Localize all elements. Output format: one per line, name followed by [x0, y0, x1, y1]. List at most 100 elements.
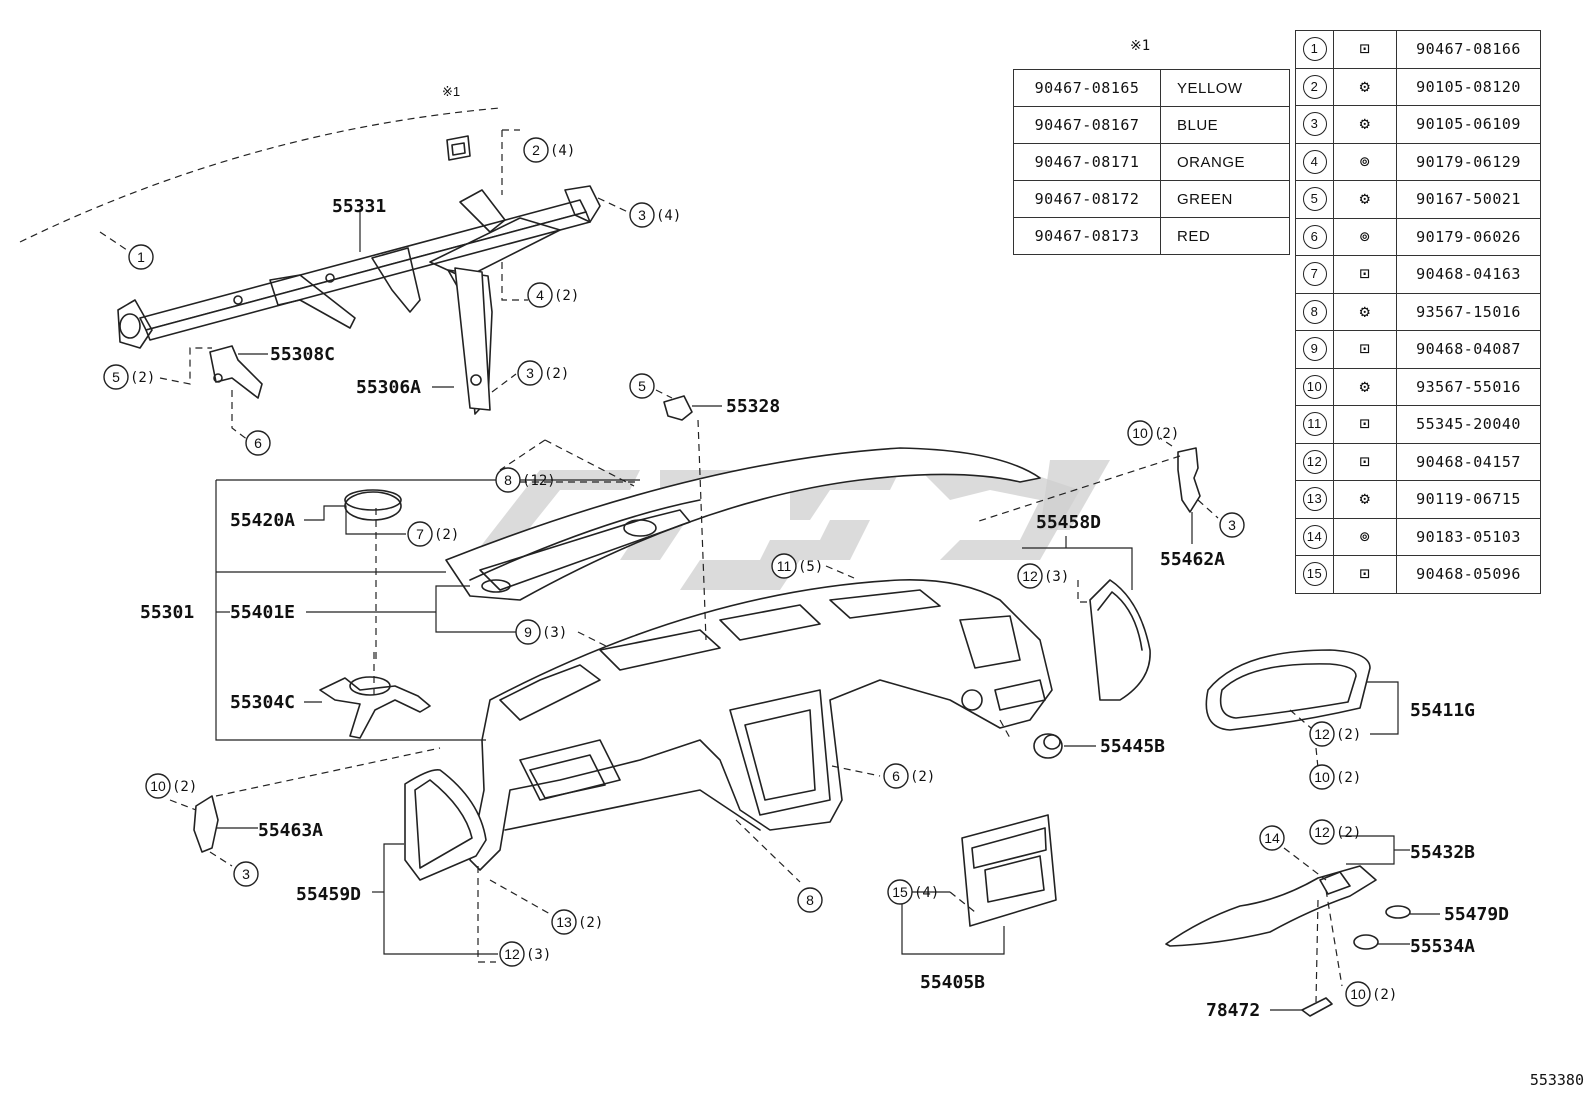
- nut-icon: ⊚: [1359, 226, 1371, 247]
- table-row: 9⊡90468-04087: [1295, 330, 1541, 369]
- screw-icon: ⚙: [1359, 489, 1371, 510]
- screw-icon: ⚙: [1359, 189, 1371, 210]
- windshield-edge-line: [19, 107, 501, 243]
- callout-12-qty3: 12(3): [1017, 563, 1069, 589]
- table-row: 10⚙93567-55016: [1295, 367, 1541, 406]
- part-number: 90179-06026: [1396, 217, 1541, 256]
- callout-6-qty2: 6 (2): [883, 763, 935, 789]
- svg-text:3: 3: [638, 207, 646, 223]
- side-panel-55458d: [1089, 579, 1151, 701]
- label-55463a: 55463A: [258, 820, 323, 841]
- table-row: 4⊚90179-06129: [1295, 142, 1541, 181]
- svg-text:13: 13: [556, 914, 572, 930]
- label-55401e: 55401E: [230, 602, 295, 623]
- svg-text:10: 10: [150, 778, 166, 794]
- item-number: 14: [1302, 524, 1327, 549]
- nut-icon: ⊚: [1359, 526, 1371, 547]
- part-number: 90468-04163: [1396, 255, 1541, 294]
- label-78472: 78472: [1206, 1000, 1260, 1021]
- svg-text:(4): (4): [550, 143, 575, 159]
- callout-11-qty5: 11(5): [771, 553, 823, 579]
- item-number: 10: [1302, 374, 1327, 399]
- svg-text:(2): (2): [910, 769, 935, 785]
- svg-text:(3): (3): [526, 947, 551, 963]
- svg-text:10: 10: [1350, 986, 1366, 1002]
- part-number: 90468-04157: [1396, 442, 1541, 481]
- callout-10-qty2: 10(2): [1345, 981, 1397, 1007]
- table-row: 2⚙90105-08120: [1295, 67, 1541, 106]
- svg-text:12: 12: [504, 946, 520, 962]
- callout-13-qty2: 13(2): [551, 909, 603, 935]
- screw-icon: ⚙: [1359, 301, 1371, 322]
- nut-icon: ⊚: [1359, 151, 1371, 172]
- svg-text:(2): (2): [172, 779, 197, 795]
- part-number: 90468-04087: [1396, 330, 1541, 369]
- diagram-code: 553380: [1529, 1071, 1584, 1089]
- label-55306a: 55306A: [356, 377, 421, 398]
- item-number: 15: [1302, 562, 1327, 587]
- part-number: 90183-05103: [1396, 517, 1541, 556]
- screw-icon: ⚙: [1359, 76, 1371, 97]
- svg-text:(2): (2): [554, 288, 579, 304]
- callout-9-qty3: 9(3): [515, 619, 567, 645]
- svg-text:12: 12: [1022, 568, 1038, 584]
- svg-text:10: 10: [1314, 769, 1330, 785]
- clip-icon: ⊡: [1359, 264, 1371, 285]
- callout-10-qty2: 10(2): [1309, 764, 1361, 790]
- svg-text:1: 1: [137, 249, 145, 265]
- callout-10-qty2: 10 (2): [145, 773, 197, 799]
- callout-15-qty4: 15 (4): [887, 879, 939, 905]
- part-number: 55345-20040: [1396, 405, 1541, 444]
- svg-text:6: 6: [254, 435, 262, 451]
- clip-icon: ⊡: [1359, 39, 1371, 60]
- screw-icon: ⚙: [1359, 114, 1371, 135]
- svg-text:(2): (2): [544, 366, 569, 382]
- label-55462a: 55462A: [1160, 549, 1225, 570]
- svg-text:(2): (2): [1336, 727, 1361, 743]
- side-panel-55459d: [404, 768, 487, 881]
- svg-text:8: 8: [504, 472, 512, 488]
- clip-icon: ⊡: [1359, 339, 1371, 360]
- leader-lines: [99, 129, 1440, 1011]
- svg-text:3: 3: [1228, 517, 1236, 533]
- label-55445b: 55445B: [1100, 736, 1165, 757]
- clip-icon: [446, 135, 471, 161]
- svg-text:(4): (4): [914, 885, 939, 901]
- part-number: 90105-06109: [1396, 105, 1541, 144]
- cover-55534a: [1353, 934, 1379, 950]
- part-number: 93567-55016: [1396, 367, 1541, 406]
- table-row: 6⊚90179-06026: [1295, 217, 1541, 256]
- bracket-55463a: [193, 795, 219, 853]
- svg-text:14: 14: [1264, 830, 1280, 846]
- label-55420a: 55420A: [230, 510, 295, 531]
- svg-text:(12): (12): [522, 473, 556, 489]
- svg-text:6: 6: [892, 768, 900, 784]
- svg-text:5: 5: [638, 378, 646, 394]
- svg-text:15: 15: [892, 884, 908, 900]
- item-number: 2: [1302, 74, 1327, 99]
- part-number: 90467-08166: [1396, 30, 1541, 69]
- speaker-cover-55420a: [344, 489, 402, 521]
- callout-12-qty2: 12(2): [1309, 819, 1361, 845]
- svg-text:(2): (2): [130, 370, 155, 386]
- bracket-55462a: [1177, 447, 1201, 513]
- callout-3: 3: [233, 861, 259, 887]
- svg-text:(4): (4): [656, 208, 681, 224]
- svg-text:4: 4: [536, 287, 544, 303]
- table-row: 5⚙90167-50021: [1295, 180, 1541, 219]
- callout-1: 1: [128, 244, 154, 270]
- callout-3: 3: [1219, 512, 1245, 538]
- cluster-bezel-55411g: [1205, 649, 1371, 731]
- label-55411g: 55411G: [1410, 700, 1475, 721]
- svg-text:8: 8: [806, 892, 814, 908]
- label-55479d: 55479D: [1444, 904, 1509, 925]
- label-55458d: 55458D: [1036, 512, 1101, 533]
- callout-3-qty4: 3 (4): [629, 202, 681, 228]
- label-55459d: 55459D: [296, 884, 361, 905]
- part-number: 90468-05096: [1396, 555, 1541, 594]
